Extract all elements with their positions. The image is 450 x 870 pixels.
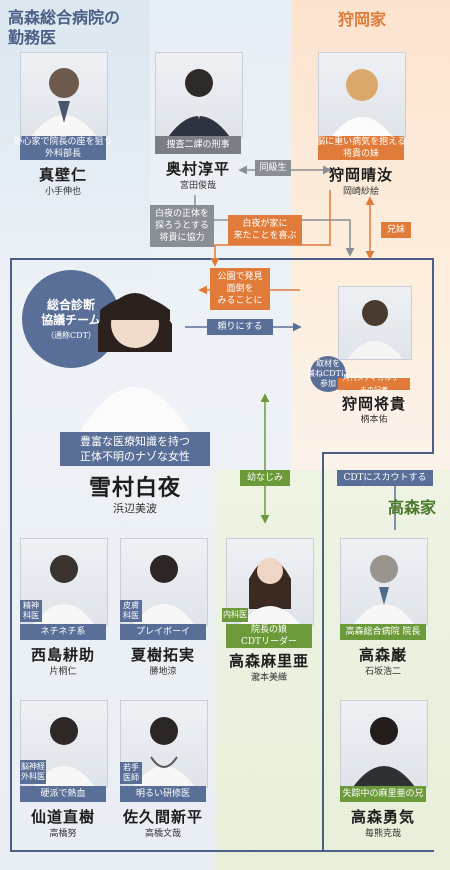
- yuki-actor: 毎熊克哉: [364, 829, 401, 839]
- karioka-group-title: 狩岡家: [338, 10, 387, 29]
- takamori-family-background: [216, 470, 450, 870]
- nishijima-badge: 精神 科医: [20, 600, 42, 622]
- rel-childhood: 幼なじみ: [240, 470, 290, 486]
- byakuya-photo: [70, 262, 200, 432]
- maria-photo: [226, 538, 314, 626]
- cdt-frame: [10, 258, 434, 852]
- masaki-badge: 取材を 兼ねCDTに 参加: [307, 356, 349, 392]
- sendo-name: 仙道直樹: [30, 808, 95, 826]
- sendo-badge: 脳神経 外科医: [20, 760, 46, 784]
- maria-badge: 内科医: [222, 608, 248, 622]
- natsuki-role-tag: プレイボーイ: [120, 624, 206, 640]
- rel-haruna-glad: 白夜が家に 来たことを喜ぶ: [228, 215, 302, 245]
- cdt-frame-step: [322, 452, 434, 454]
- okumura-photo: [155, 52, 243, 138]
- sendo-role-tag: 硬派で熱血: [20, 786, 106, 802]
- rel-okumura-help: 白夜の正体を 探ろうとする 将貴に協力: [150, 205, 214, 247]
- makabe-actor: 小手伸也: [44, 187, 81, 197]
- iwao-role-tag: 高森総合病院 院長: [340, 624, 426, 640]
- cdt-team-circle: 総合診断 協議チーム （通称CDT）: [22, 270, 120, 368]
- yuki-name: 高森勇気: [350, 808, 415, 826]
- rel-siblings: 兄妹: [381, 222, 411, 238]
- nishijima-actor: 片桐仁: [49, 667, 77, 677]
- iwao-name: 高森巌: [358, 646, 407, 664]
- sendo-actor: 高橋努: [49, 829, 77, 839]
- nishijima-role-tag: ネチネチ系: [20, 624, 106, 640]
- yuki-role-tag: 失踪中の麻里亜の兄: [340, 786, 426, 802]
- sakuma-badge: 若手 医師: [120, 762, 142, 784]
- byakuya-actor: 浜辺美波: [113, 502, 157, 515]
- haruna-name: 狩岡晴汝: [328, 166, 393, 184]
- haruna-role-tag: 脳に重い病気を抱える 将貴の妹: [316, 136, 406, 160]
- yuki-photo: [340, 700, 428, 788]
- makabe-name: 真壁仁: [38, 166, 87, 184]
- cdt-team-title: 総合診断 協議チーム: [41, 297, 101, 327]
- makabe-photo: [20, 52, 108, 138]
- maria-actor: 瀧本美織: [250, 673, 287, 683]
- masaki-actor: 柄本佑: [360, 415, 388, 425]
- sakuma-actor: 高橋文哉: [144, 829, 181, 839]
- rel-classmates: 同級生: [255, 160, 291, 176]
- natsuki-badge: 皮膚 科医: [120, 600, 142, 622]
- hospital-group-title: 高森総合病院の 勤務医: [8, 8, 121, 47]
- byakuya-name: 雪村白夜: [88, 475, 181, 501]
- nishijima-photo: [20, 538, 108, 626]
- okumura-actor: 宮田俊哉: [179, 181, 216, 191]
- natsuki-actor: 勝地涼: [149, 667, 177, 677]
- rel-rely: 頼りにする: [207, 319, 273, 335]
- haruna-actor: 岡崎紗絵: [342, 187, 379, 197]
- iwao-actor: 石坂浩二: [364, 667, 401, 677]
- rel-found-park: 公園で発見 面倒を みることに: [210, 268, 270, 310]
- takamori-group-title: 高森家: [388, 498, 437, 517]
- maria-name: 高森麻里亜: [228, 652, 309, 670]
- cdt-frame-right: [432, 258, 434, 454]
- masaki-name: 狩岡将貴: [341, 395, 406, 413]
- rel-scout: CDTにスカウトする: [337, 470, 433, 486]
- maria-role-tag: 院長の娘 CDTリーダー: [226, 624, 312, 648]
- masaki-photo: [338, 286, 412, 360]
- sakuma-name: 佐久間新平: [122, 808, 203, 826]
- nishijima-name: 西島耕助: [30, 646, 95, 664]
- makabe-role-tag: 野心家で院長の座を狙う 外科部長: [13, 136, 113, 160]
- iwao-photo: [340, 538, 428, 626]
- haruna-photo: [318, 52, 406, 138]
- natsuki-name: 夏樹拓実: [130, 646, 195, 664]
- cdt-frame-inner: [322, 452, 324, 852]
- okumura-role-tag: 捜査二課の刑事: [155, 136, 241, 154]
- cdt-team-subtitle: （通称CDT）: [46, 330, 96, 340]
- okumura-name: 奥村淳平: [165, 160, 230, 178]
- byakuya-role-tag: 豊富な医療知識を持つ 正体不明のナゾな女性: [60, 432, 210, 466]
- sakuma-role-tag: 明るい研修医: [120, 786, 206, 802]
- masaki-role-tag: 月刊メディカルサーチの記者: [338, 374, 410, 394]
